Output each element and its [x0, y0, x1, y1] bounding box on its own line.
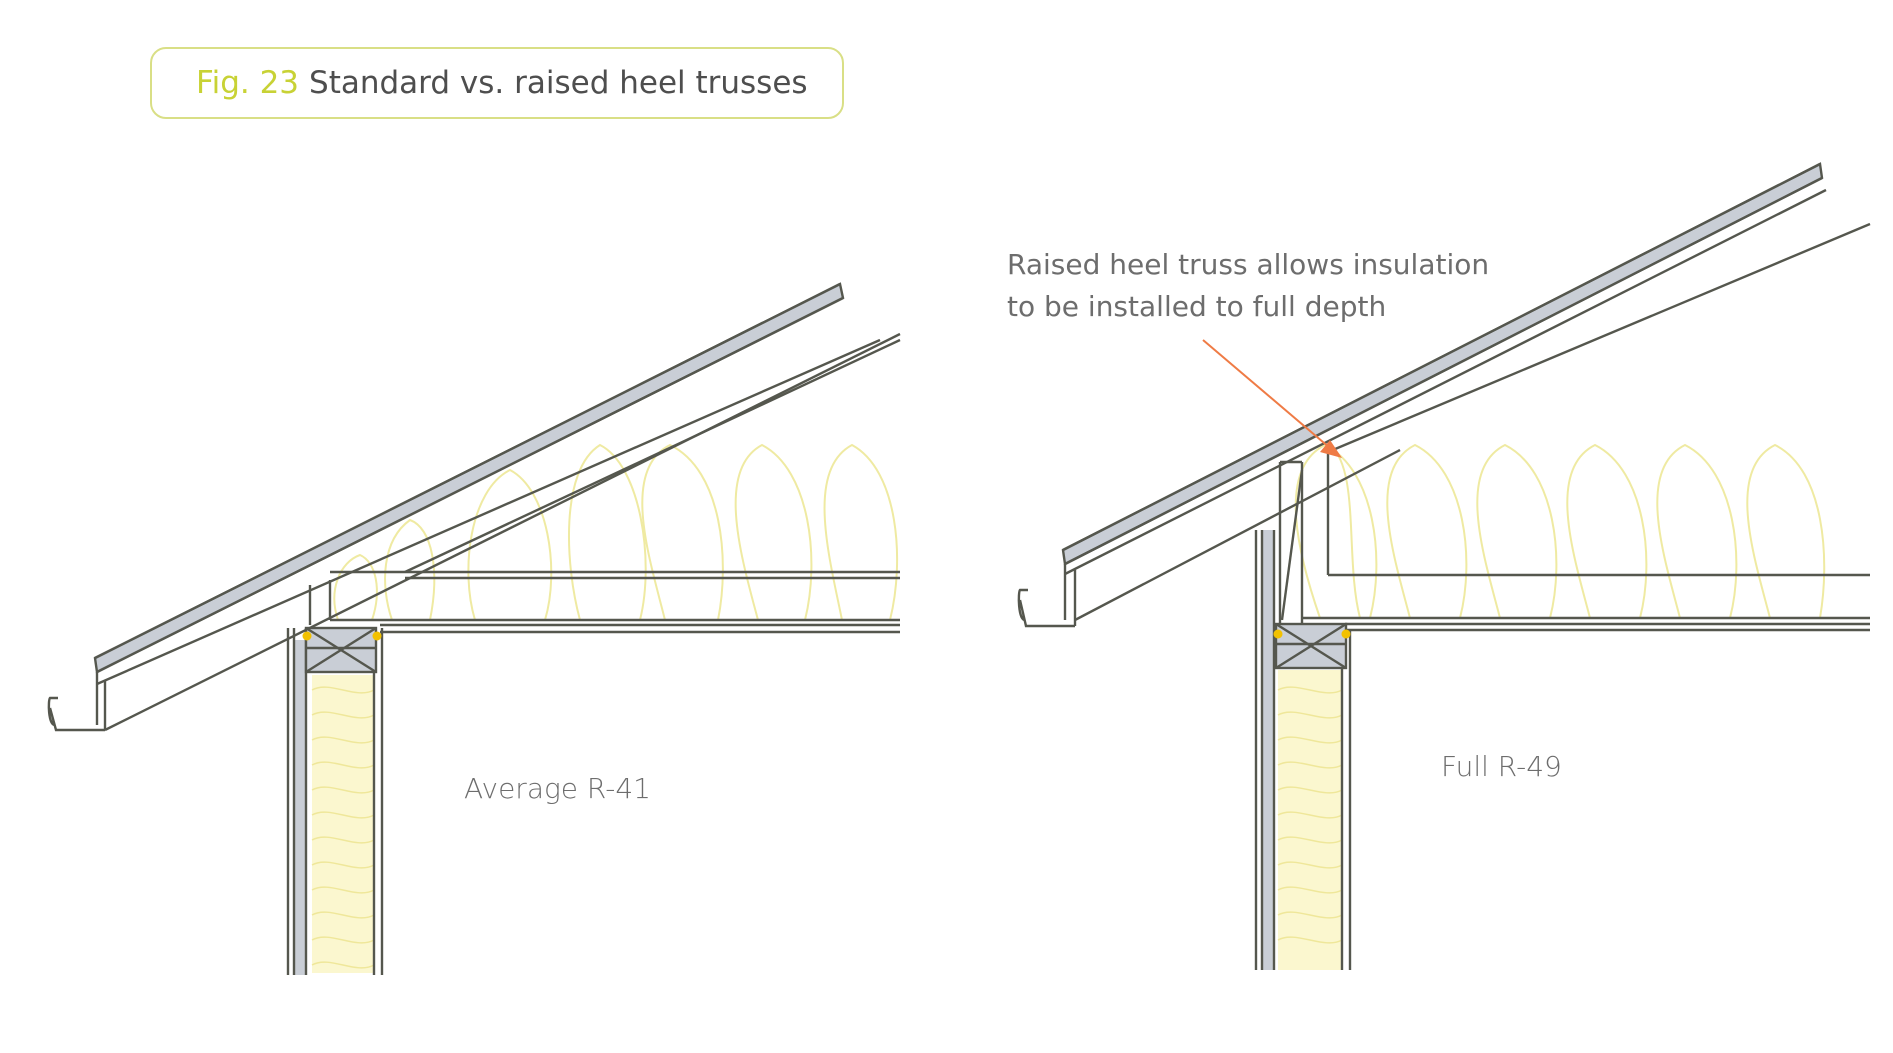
raised-fastener-right [1341, 629, 1351, 639]
callout-text: Raised heel truss allows insulation to b… [1007, 244, 1489, 328]
callout-line-1: Raised heel truss allows insulation [1007, 248, 1490, 281]
raised-attic-insulation [1294, 443, 1826, 619]
raised-wall-insulation [1278, 670, 1342, 970]
figure-title-box: Fig. 23 Standard vs. raised heel trusses [150, 47, 844, 119]
raised-fastener-left [1273, 629, 1283, 639]
callout-arrow [1202, 339, 1342, 458]
standard-fastener-left [302, 631, 312, 641]
callout-line-2: to be installed to full depth [1007, 290, 1387, 323]
raised-wall-sheathing [1262, 530, 1274, 970]
standard-attic-insulation [333, 443, 899, 621]
raised-heel-truss-drawing [1017, 162, 1871, 970]
standard-truss-drawing [47, 282, 901, 975]
raised-rating-label: Full R-49 [1441, 750, 1562, 783]
figure-title: Standard vs. raised heel trusses [309, 65, 808, 101]
standard-wall-insulation [312, 675, 374, 973]
standard-wall-insulation-waves [311, 686, 375, 969]
raised-roof-sheathing [1061, 162, 1824, 566]
raised-wall-insulation-waves [1277, 686, 1343, 944]
standard-rating-label: Average R-41 [464, 772, 651, 805]
standard-roof-sheathing [93, 282, 845, 674]
standard-wall-sheathing [294, 640, 306, 975]
figure-number: Fig. 23 [196, 65, 300, 101]
standard-fastener-right [372, 631, 382, 641]
